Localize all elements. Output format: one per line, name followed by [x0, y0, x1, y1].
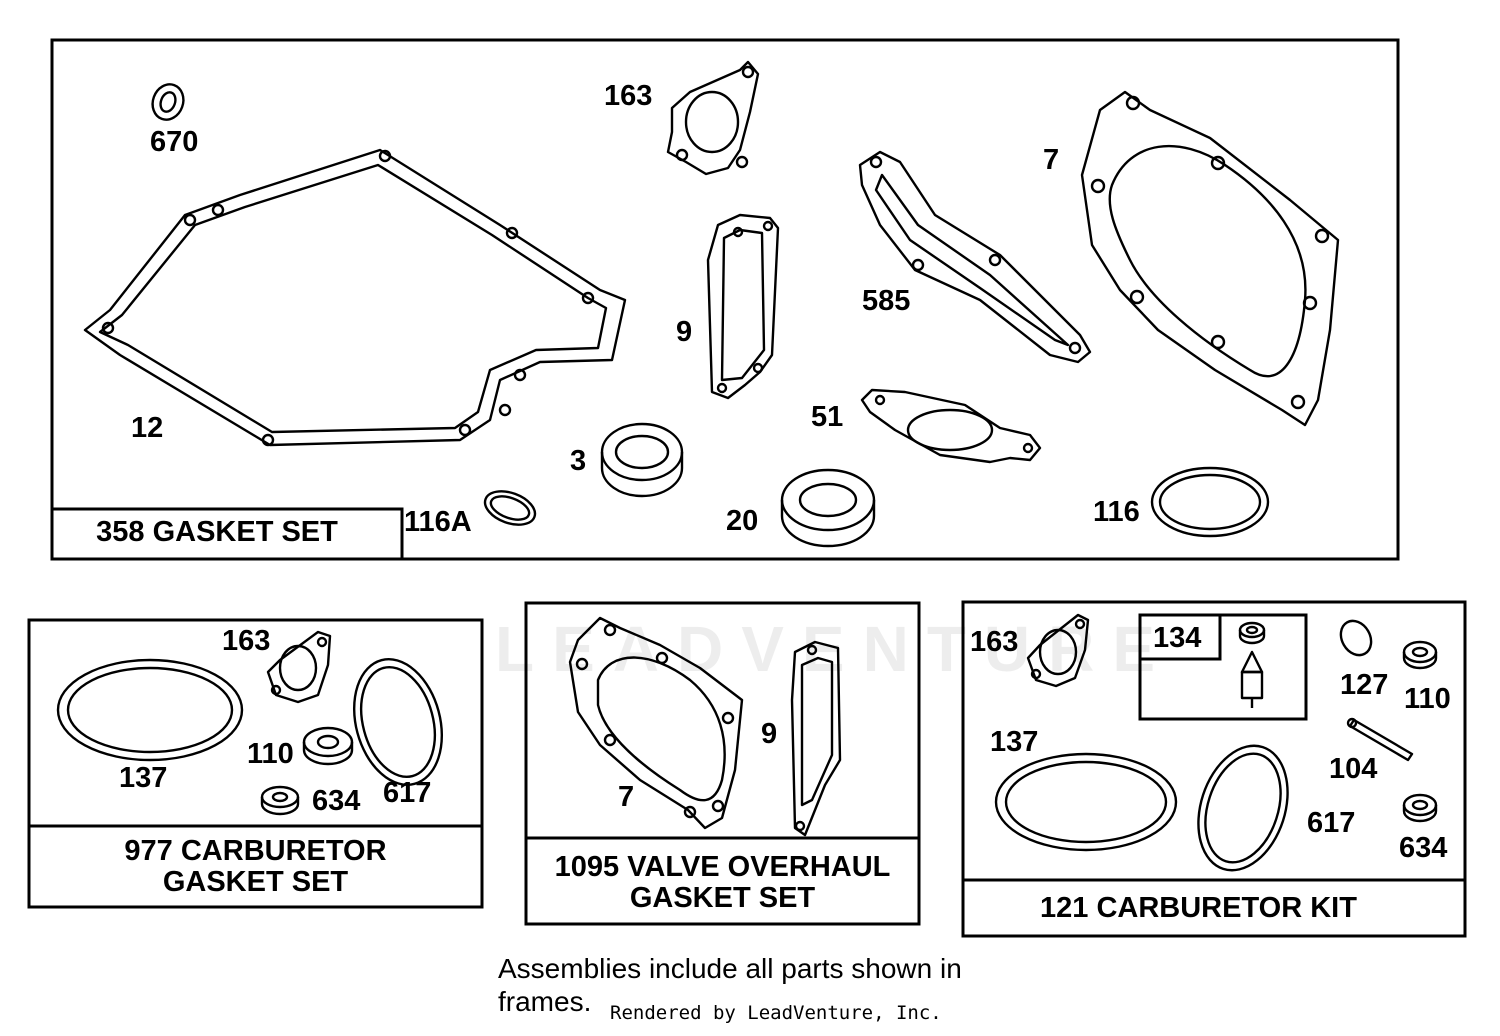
callout-634-frame977: 634 [312, 785, 361, 817]
callout-110-frame121: 110 [1404, 683, 1451, 715]
frame-title-977: 977 CARBURETOR GASKET SET [29, 836, 482, 898]
callout-127: 127 [1340, 669, 1389, 701]
frame-title-977-line1: 977 CARBURETOR [124, 835, 387, 867]
frame-134-label-box [1138, 613, 1222, 661]
part-163-gasket-frame121-icon [1026, 613, 1090, 688]
part-110-seal-frame121-icon [1402, 640, 1438, 670]
frame-121-carb-kit [961, 600, 1467, 938]
callout-9-top: 9 [676, 316, 693, 348]
part-127-plug-icon [1339, 619, 1373, 657]
part-585-intake-gasket-icon [858, 150, 1092, 364]
part-116a-o-ring-icon [483, 490, 537, 526]
callout-585: 585 [862, 285, 911, 317]
frame-title-1095-line1: 1095 VALVE OVERHAUL [554, 851, 891, 883]
callout-20: 20 [726, 505, 759, 537]
callout-110-frame977: 110 [247, 738, 294, 770]
footer-note: Assemblies include all parts shown in fr… [498, 952, 962, 1018]
frame-title-1095-line2: GASKET SET [629, 882, 816, 914]
callout-617-frame121: 617 [1307, 807, 1356, 839]
part-51-exhaust-gasket-icon [860, 388, 1042, 464]
callout-137-frame977: 137 [119, 762, 168, 794]
footer-note-line2: frames. [498, 986, 592, 1018]
frame-title-977-line2: GASKET SET [162, 866, 349, 898]
frame-134-subbox [1138, 613, 1308, 721]
part-163-gasket-frame977-icon [266, 630, 332, 704]
part-116-o-ring-icon [1150, 466, 1270, 538]
part-137-gasket-frame121-icon [994, 752, 1178, 852]
callout-163-frame977: 163 [222, 625, 271, 657]
callout-634-frame121: 634 [1399, 832, 1448, 864]
part-104-pin-icon [1346, 717, 1414, 762]
callout-617-frame977: 617 [383, 777, 432, 809]
frame-title-358: 358 GASKET SET [96, 516, 338, 548]
part-617-gasket-frame121-icon [1197, 744, 1289, 872]
footer-note-line1: Assemblies include all parts shown in [498, 953, 962, 984]
part-670-seal-icon [151, 83, 185, 121]
callout-9-frame1095: 9 [761, 718, 778, 750]
callout-7-top: 7 [1043, 144, 1060, 176]
callout-3: 3 [570, 445, 587, 477]
render-credit: Rendered by LeadVenture, Inc. [610, 1002, 942, 1024]
frame-title-1095: 1095 VALVE OVERHAUL GASKET SET [526, 852, 919, 914]
frame-358-title-box [50, 507, 404, 561]
frame-358-gasket-set [50, 38, 1400, 561]
frame-977-carb-gasket-set [27, 618, 484, 909]
part-634-seal-frame121-icon [1402, 793, 1438, 823]
callout-163-top: 163 [604, 80, 653, 112]
part-9-rocker-gasket-frame1095-icon [790, 640, 842, 837]
callout-7-frame1095: 7 [618, 781, 635, 813]
part-9-rocker-gasket-icon [706, 213, 780, 400]
callout-134: 134 [1153, 622, 1202, 654]
callout-163-frame121: 163 [970, 626, 1019, 658]
part-617-gasket-frame977-icon [352, 658, 444, 786]
part-110-seal-frame977-icon [302, 726, 354, 766]
part-134-inlet-needle-icon [1238, 621, 1266, 708]
callout-51: 51 [811, 401, 844, 433]
part-3-oil-seal-icon [600, 422, 684, 498]
part-634-seal-frame977-icon [260, 785, 300, 816]
part-137-gasket-icon [56, 658, 244, 762]
frame-1095-valve-overhaul [524, 601, 921, 926]
callout-670: 670 [150, 126, 199, 158]
part-163-gasket-icon [666, 60, 760, 176]
part-20-oil-seal-icon [780, 468, 876, 548]
callout-116a: 116A [404, 506, 472, 538]
callout-137-frame121: 137 [990, 726, 1039, 758]
callout-116: 116 [1093, 496, 1140, 528]
frame-title-121: 121 CARBURETOR KIT [1040, 892, 1357, 924]
part-12-crankcase-gasket-icon [83, 148, 627, 447]
watermark: LEADVENTURE [495, 613, 1174, 685]
callout-12: 12 [131, 412, 164, 444]
part-7-head-gasket-frame1095-icon [568, 616, 744, 830]
callout-104: 104 [1329, 753, 1378, 785]
part-7-head-gasket-icon [1080, 90, 1340, 427]
